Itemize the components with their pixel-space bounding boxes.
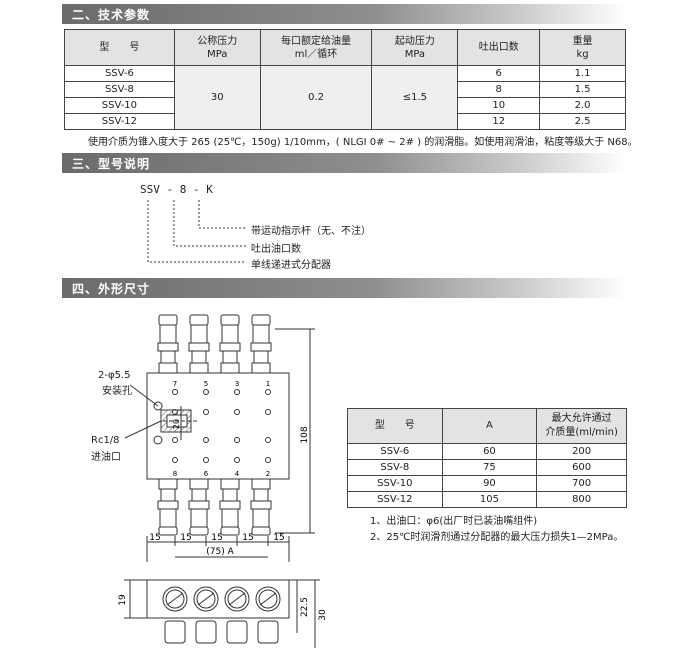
svg-text:6: 6 xyxy=(204,470,209,478)
svg-text:(75) A: (75) A xyxy=(206,547,234,557)
svg-text:19: 19 xyxy=(118,594,128,606)
table-row: SSV-12 12 2.5 xyxy=(64,113,626,130)
spec-outlets: 6 xyxy=(457,65,541,82)
svg-text:15: 15 xyxy=(273,533,284,543)
svg-text:15: 15 xyxy=(211,533,222,543)
section-tech-title: 二、技术参数 xyxy=(72,8,151,22)
inlet-label: 进油口 xyxy=(91,452,121,463)
section-model-title: 三、型号说明 xyxy=(72,157,151,171)
dim-header-model: 型 号 xyxy=(347,408,443,444)
svg-text:15: 15 xyxy=(242,533,253,543)
note-1: 1、出油口：φ6(出厂时已装油嘴组件) xyxy=(370,516,538,527)
mount-hole-label: 安装孔 xyxy=(102,386,132,397)
spec-outlets: 8 xyxy=(457,81,541,98)
svg-text:15: 15 xyxy=(180,533,191,543)
table-row: SSV-8 8 1.5 xyxy=(64,81,626,98)
model-code: SSV - 8 - K xyxy=(140,183,213,196)
svg-text:4: 4 xyxy=(235,470,240,478)
spec-delivery: 0.2 xyxy=(259,65,373,130)
spec-model: SSV-12 xyxy=(64,113,175,130)
svg-text:1: 1 xyxy=(266,380,270,388)
section-model-header: 三、型号说明 xyxy=(62,153,628,173)
section-dim-header: 四、外形尺寸 xyxy=(62,278,628,298)
spec-header-model: 型 号 xyxy=(64,29,175,66)
svg-text:2: 2 xyxy=(266,470,270,478)
dim-header-a: A xyxy=(441,408,538,444)
note-2: 2、25℃时润滑剂通过分配器的最大压力损失1—2MPa。 xyxy=(370,532,624,543)
model-code-leader-lines xyxy=(147,200,246,263)
spec-header-outlets: 吐出口数 xyxy=(457,29,541,66)
spec-weight: 2.5 xyxy=(539,113,626,130)
spec-outlets: 10 xyxy=(457,97,541,114)
spec-start-pressure: ≤1.5 xyxy=(371,65,459,130)
spec-model: SSV-10 xyxy=(64,97,175,114)
spec-model: SSV-6 xyxy=(64,65,175,82)
medium-note: 使用介质为锥入度大于 265 (25℃，150g) 1/10mm，( NLGI … xyxy=(88,137,638,148)
bottom-view-drawing: 19 22.5 30 xyxy=(118,579,328,648)
dim-header-max-flow: 最大允许通过介质量(ml/min) xyxy=(536,408,627,444)
front-view-drawing: 7 5 3 1 8 6 4 2 108 20 15 15 15 15 15 (7… xyxy=(124,314,315,562)
outlet-count-description: 吐出油口数 xyxy=(251,244,301,255)
table-row: SSV-6 30 0.2 ≤1.5 6 1.1 xyxy=(64,65,626,130)
spec-weight: 1.5 xyxy=(539,81,626,98)
svg-text:15: 15 xyxy=(149,533,160,543)
section-tech-header: 二、技术参数 xyxy=(62,4,628,24)
svg-text:30: 30 xyxy=(318,609,328,621)
spec-model: SSV-8 xyxy=(64,81,175,98)
svg-text:5: 5 xyxy=(204,380,208,388)
ssv-description: 单线递进式分配器 xyxy=(251,260,331,271)
bottom-fittings xyxy=(157,478,272,536)
spec-outlets: 12 xyxy=(457,113,541,130)
svg-text:108: 108 xyxy=(300,426,310,443)
section-dim-title: 四、外形尺寸 xyxy=(72,282,151,296)
spec-pressure: 30 xyxy=(173,65,261,130)
svg-text:3: 3 xyxy=(235,380,239,388)
top-fittings xyxy=(157,314,272,374)
svg-text:7: 7 xyxy=(173,380,177,388)
spec-weight: 2.0 xyxy=(539,97,626,114)
svg-text:22.5: 22.5 xyxy=(300,597,310,617)
k-description: 带运动指示杆（无、不注） xyxy=(251,226,371,237)
inlet-thread: Rc1/8 xyxy=(91,435,120,446)
spec-weight: 1.1 xyxy=(539,65,626,82)
svg-text:20: 20 xyxy=(172,419,181,429)
mount-hole-spec: 2-φ5.5 xyxy=(98,370,131,381)
svg-text:8: 8 xyxy=(173,470,177,478)
